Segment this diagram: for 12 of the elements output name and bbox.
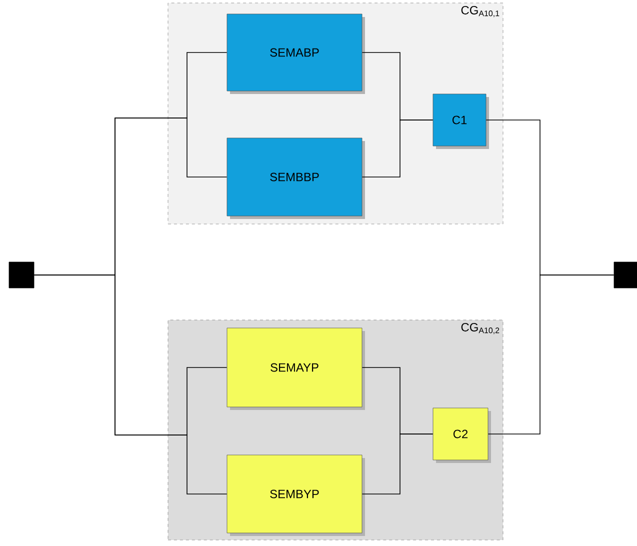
- connector-line: [362, 120, 434, 178]
- block-box: SEMABP: [226, 14, 365, 94]
- block-box: SEMBBP: [226, 138, 365, 219]
- block-box: SEMBYP: [226, 454, 365, 536]
- connector-line: [488, 274, 614, 434]
- block-box: SEMAYP: [226, 328, 365, 410]
- block-box: C2: [432, 408, 491, 463]
- block-box: C1: [432, 94, 489, 149]
- connector-line: [362, 434, 434, 494]
- terminal-square: [614, 262, 637, 288]
- connector-line: [34, 274, 228, 494]
- terminal-square: [8, 262, 34, 288]
